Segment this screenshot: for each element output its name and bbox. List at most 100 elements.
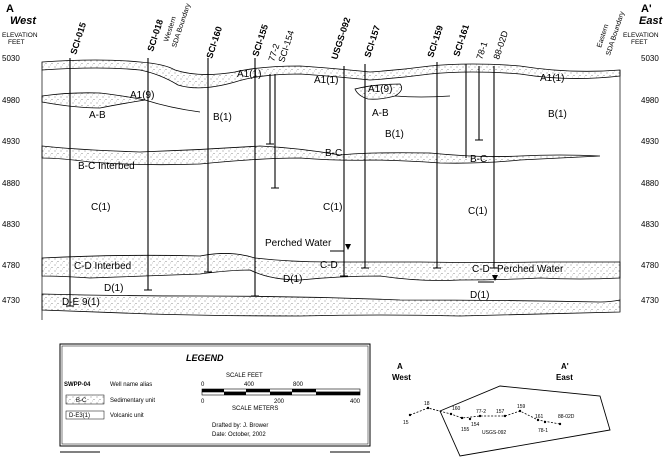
east-label: East xyxy=(639,15,663,27)
contact-a-b-east xyxy=(394,95,451,98)
contact-a-b xyxy=(144,99,201,113)
legend-title: LEGEND xyxy=(186,353,224,363)
legend-volc-desc: Volcanic unit xyxy=(110,413,144,419)
elev-left-4880: 4880 xyxy=(2,179,20,188)
unit-c1-mid: C(1) xyxy=(323,202,342,213)
well-name-sci-015: SCI-015 xyxy=(68,21,88,56)
well-name-78-1: 78-1 xyxy=(474,40,489,60)
layer-b-c xyxy=(41,145,601,166)
elevation-label-right: ELEVATION xyxy=(623,32,659,39)
unit-d1-left: D(1) xyxy=(104,283,123,294)
map-well-88-02d: 88-02D xyxy=(558,414,575,420)
elev-right-4730: 4730 xyxy=(641,296,659,305)
contact-lines xyxy=(41,70,621,320)
well-name-sci-155: SCI-155 xyxy=(250,23,270,58)
unit-b1-right: B(1) xyxy=(548,109,567,120)
well-name-88-02d: 88-02D xyxy=(491,29,510,61)
scale-feet-label: SCALE FEET xyxy=(226,373,263,379)
scale-meters-200: 200 xyxy=(274,399,285,405)
map-well-78-1: 78-1 xyxy=(538,428,548,434)
section-trace xyxy=(409,407,561,425)
perched-water-markers xyxy=(330,244,498,283)
legend-volc-swatch xyxy=(65,410,105,420)
elev-left-4930: 4930 xyxy=(2,137,20,146)
legend-sed-desc: Sedimentary unit xyxy=(110,398,155,404)
map-well-labels: 15 18 160 154 155 77-2 157 USGS-092 159 … xyxy=(403,401,575,436)
well-name-usgs-092: USGS-092 xyxy=(329,16,352,60)
elev-left-4780: 4780 xyxy=(2,261,20,270)
map-well-usgs-092: USGS-092 xyxy=(482,430,506,436)
unit-b1-left: B(1) xyxy=(213,112,232,123)
section-end-letter: A' xyxy=(641,3,652,15)
unit-b1-mid: B(1) xyxy=(385,129,404,140)
unit-d-e: D-E 9(1) xyxy=(62,297,100,308)
unit-a-b-left: A-B xyxy=(89,110,106,121)
elev-right-5030: 5030 xyxy=(641,54,659,63)
unit-perched-water-2: Perched Water xyxy=(497,264,564,275)
unit-c1-left: C(1) xyxy=(91,202,110,213)
unit-a-b-mid: A-B xyxy=(372,108,389,119)
sda-boundaries: Western SDA Boundary Eastern SDA Boundar… xyxy=(163,2,626,56)
water-table-icon xyxy=(345,244,351,250)
unit-a1-1-b: A1(1) xyxy=(314,75,338,86)
unit-d1-right: D(1) xyxy=(470,290,489,301)
legend-sed-swatch xyxy=(65,394,105,405)
well-name-sci-161: SCI-161 xyxy=(451,23,471,58)
legend-box: LEGEND SWPP-04 Well name alias B-C Sedim… xyxy=(59,343,371,447)
location-map: A West A' East 15 18 160 154 155 77-2 15… xyxy=(392,362,611,457)
sda-outline xyxy=(439,385,611,457)
elev-left-4980: 4980 xyxy=(2,96,20,105)
well-name-sci-159: SCI-159 xyxy=(425,24,445,59)
unit-c-d-right: C-D xyxy=(472,264,490,275)
map-well-159: 159 xyxy=(517,404,526,410)
scale-meters-400: 400 xyxy=(350,399,361,405)
elev-right-4780: 4780 xyxy=(641,261,659,270)
feet-label-right: FEET xyxy=(631,39,648,46)
elev-right-4980: 4980 xyxy=(641,96,659,105)
layer-c-d xyxy=(41,253,621,281)
well-name-sci-157: SCI-157 xyxy=(362,24,382,59)
well-bottom-ticks xyxy=(66,139,498,307)
elev-left-4830: 4830 xyxy=(2,220,20,229)
scale-feet-800: 800 xyxy=(293,382,304,388)
unit-c-d-interbed: C-D Interbed xyxy=(74,261,131,272)
drafted-by: Drafted by: J. Brower xyxy=(212,423,268,429)
well-names: SCI-015 SCI-018 SCI-160 SCI-155 77-2 SCI… xyxy=(68,16,510,63)
unit-a1-1-a: A1(1) xyxy=(237,69,261,80)
layer-a-b xyxy=(41,92,146,109)
scale-bar xyxy=(201,388,361,396)
map-well-18: 18 xyxy=(424,401,430,407)
map-well-157: 157 xyxy=(496,409,505,415)
scale-feet-0: 0 xyxy=(201,382,205,388)
unit-b-c-right: B-C xyxy=(470,154,487,165)
water-table-icon xyxy=(492,275,498,281)
well-name-sci-018: SCI-018 xyxy=(145,18,165,53)
unit-b-c-interbed: B-C Interbed xyxy=(78,161,135,172)
unit-c1-right: C(1) xyxy=(468,206,487,217)
section-start-letter: A xyxy=(6,3,14,15)
map-well-15: 15 xyxy=(403,420,409,426)
map-east-label: East xyxy=(556,373,573,382)
west-label: West xyxy=(10,15,37,27)
unit-a1-1-right: A1(1) xyxy=(540,73,564,84)
unit-a1-9-left: A1(9) xyxy=(130,90,154,101)
elevation-label-left: ELEVATION xyxy=(2,32,38,39)
unit-d1-mid: D(1) xyxy=(283,274,302,285)
scale-feet-400: 400 xyxy=(244,382,255,388)
feet-label-left: FEET xyxy=(8,39,25,46)
unit-perched-water-1: Perched Water xyxy=(265,238,332,249)
unit-a1-9-mid: A1(9) xyxy=(368,84,392,95)
drafted-date: Date: October, 2002 xyxy=(212,432,266,438)
map-west-label: West xyxy=(392,373,411,382)
well-name-sci-160: SCI-160 xyxy=(204,25,224,60)
elevation-axis-left: 5030 4980 4930 4880 4830 4780 4730 xyxy=(2,54,20,305)
map-well-155: 155 xyxy=(461,427,470,433)
elev-left-4730: 4730 xyxy=(2,296,20,305)
layer-d-e xyxy=(41,293,621,317)
unit-b-c-mid: B-C xyxy=(325,148,342,159)
legend-sed-code: B-C xyxy=(76,398,87,404)
legend-volc-code: D-E3(1) xyxy=(69,413,90,419)
elevation-axis-right: 5030 4980 4930 4880 4830 4780 4730 xyxy=(641,54,659,305)
map-well-160: 160 xyxy=(452,406,461,412)
